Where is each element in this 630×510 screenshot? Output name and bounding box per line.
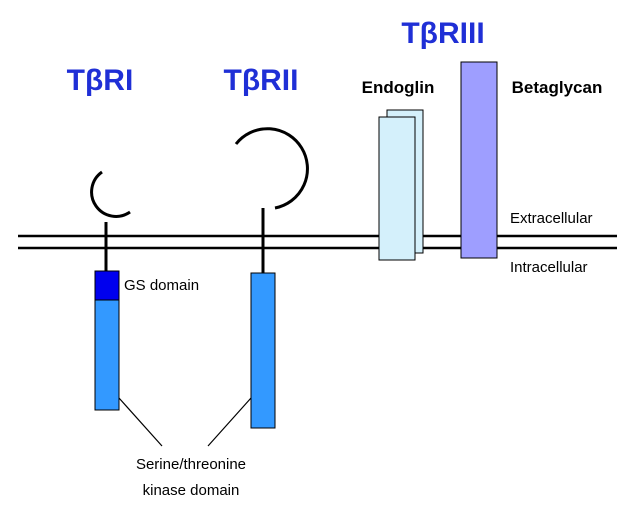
- kinase-domain-label-line-2: kinase domain: [143, 482, 240, 499]
- kinase-pointer-line-right: [207, 397, 252, 447]
- betaglycan-body: [460, 61, 498, 259]
- title-tbriii: TβRIII: [401, 17, 484, 50]
- tbrii-kinase-domain: [250, 272, 276, 429]
- extracellular-label: Extracellular: [510, 210, 593, 227]
- tbri-ligand-binding-loop: [90, 170, 131, 218]
- kinase-domain-label-line-1: Serine/threonine: [136, 456, 246, 473]
- title-tbrii: TβRII: [224, 64, 299, 97]
- gs-domain-label: GS domain: [124, 277, 199, 294]
- endoglin-front-subunit: [378, 116, 416, 261]
- intracellular-label: Intracellular: [510, 259, 588, 276]
- endoglin-label: Endoglin: [362, 78, 435, 97]
- tbri-gs-domain: [94, 270, 120, 301]
- kinase-pointer-line-left: [118, 397, 163, 447]
- tbrii-ligand-binding-loop: [234, 127, 309, 210]
- title-tbri: TβRI: [67, 64, 134, 97]
- tbri-kinase-domain: [94, 299, 120, 411]
- betaglycan-label: Betaglycan: [512, 78, 603, 97]
